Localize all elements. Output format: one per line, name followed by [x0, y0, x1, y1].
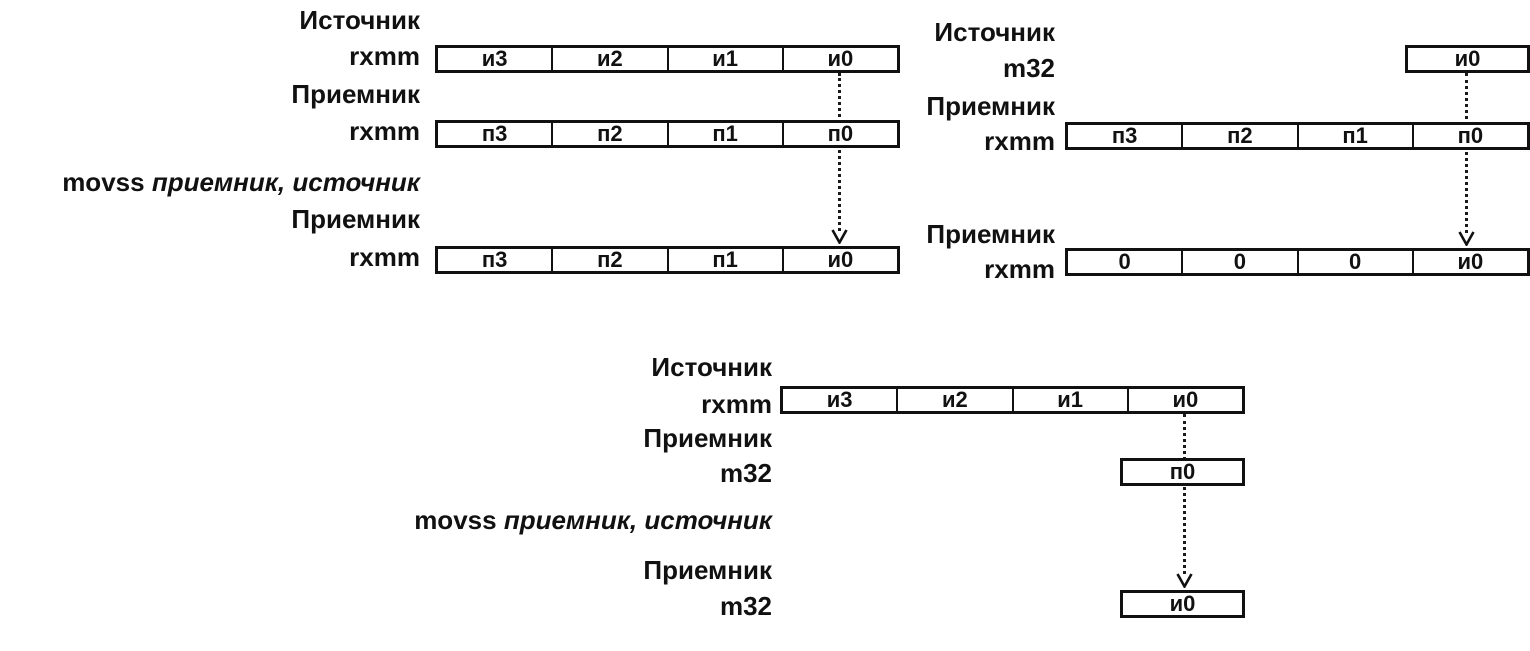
register-cell: и0: [1169, 591, 1196, 616]
d2-source-location: m32: [1002, 53, 1055, 83]
register-cell: п2: [551, 123, 666, 145]
d1-source-location: rxmm: [349, 41, 420, 71]
register-cell: п2: [1181, 125, 1296, 147]
d3-source-label: Источник: [651, 352, 772, 382]
register-cell: и0: [781, 249, 897, 271]
arrow-down-head-icon: [1458, 231, 1475, 246]
instruction-mnemonic: movss: [414, 505, 497, 535]
d3-source-location: rxmm: [701, 389, 772, 419]
d1-dest-location: rxmm: [349, 116, 420, 146]
register-cell: п3: [481, 121, 508, 146]
d1-copy-arrow-line: [838, 73, 841, 231]
d1-source-label: Источник: [299, 5, 420, 35]
d1-result-register: п3 п2 п1 и0: [435, 246, 900, 274]
register-cell: п0: [781, 123, 897, 145]
arrow-down-head-icon: [1176, 573, 1193, 588]
register-cell: и0: [781, 48, 897, 70]
d1-instruction-text: movss приемник, источник: [0, 168, 420, 197]
register-cell: п1: [666, 249, 782, 271]
d2-dest-label: Приемник: [926, 91, 1055, 121]
register-cell: и0: [1126, 389, 1242, 411]
register-cell: 0: [1181, 251, 1296, 273]
d3-dest-location: m32: [719, 458, 772, 488]
register-cell: и3: [481, 46, 508, 71]
d1-dest-register: п3 п2 п1 п0: [435, 120, 900, 148]
d3-source-register: и3 и2 и1 и0: [780, 386, 1245, 414]
d2-result-label: Приемник: [926, 219, 1055, 249]
register-cell: и1: [1011, 389, 1127, 411]
register-cell: и3: [826, 387, 853, 412]
d3-dest-label: Приемник: [643, 423, 772, 453]
d3-result-label: Приемник: [643, 555, 772, 585]
d1-result-location: rxmm: [349, 242, 420, 272]
d3-instruction-text: movss приемник, источник: [300, 506, 772, 535]
instruction-operands: приемник, источник: [151, 167, 420, 197]
register-cell: п0: [1169, 459, 1196, 484]
d1-source-register: и3 и2 и1 и0: [435, 45, 900, 73]
register-cell: п2: [551, 249, 666, 271]
register-cell: 0: [1296, 251, 1412, 273]
d3-result-location: m32: [719, 591, 772, 621]
d2-result-register: 0 0 0 и0: [1065, 248, 1530, 276]
instruction-mnemonic: movss: [62, 167, 145, 197]
d3-dest-memory: п0: [1120, 458, 1245, 486]
d2-dest-register: п3 п2 п1 п0: [1065, 122, 1530, 150]
d2-source-label: Источник: [934, 17, 1055, 47]
instruction-operands: приемник, источник: [503, 505, 772, 535]
d3-result-memory: и0: [1120, 590, 1245, 618]
d2-copy-arrow-line: [1465, 73, 1468, 233]
arrow-down-head-icon: [831, 229, 848, 244]
register-cell: и0: [1454, 46, 1481, 71]
d2-result-location: rxmm: [984, 254, 1055, 284]
register-cell: п3: [481, 247, 508, 272]
register-cell: п1: [1296, 125, 1412, 147]
register-cell: п3: [1111, 123, 1138, 148]
register-cell: п0: [1411, 125, 1527, 147]
d2-source-memory: и0: [1405, 45, 1530, 73]
d1-result-label: Приемник: [291, 204, 420, 234]
register-cell: и2: [896, 389, 1011, 411]
register-cell: и1: [666, 48, 782, 70]
d3-copy-arrow-line: [1183, 414, 1186, 574]
register-cell: и2: [551, 48, 666, 70]
register-cell: 0: [1118, 249, 1131, 274]
register-cell: и0: [1411, 251, 1527, 273]
d1-dest-label: Приемник: [291, 79, 420, 109]
d2-dest-location: rxmm: [984, 126, 1055, 156]
register-cell: п1: [666, 123, 782, 145]
